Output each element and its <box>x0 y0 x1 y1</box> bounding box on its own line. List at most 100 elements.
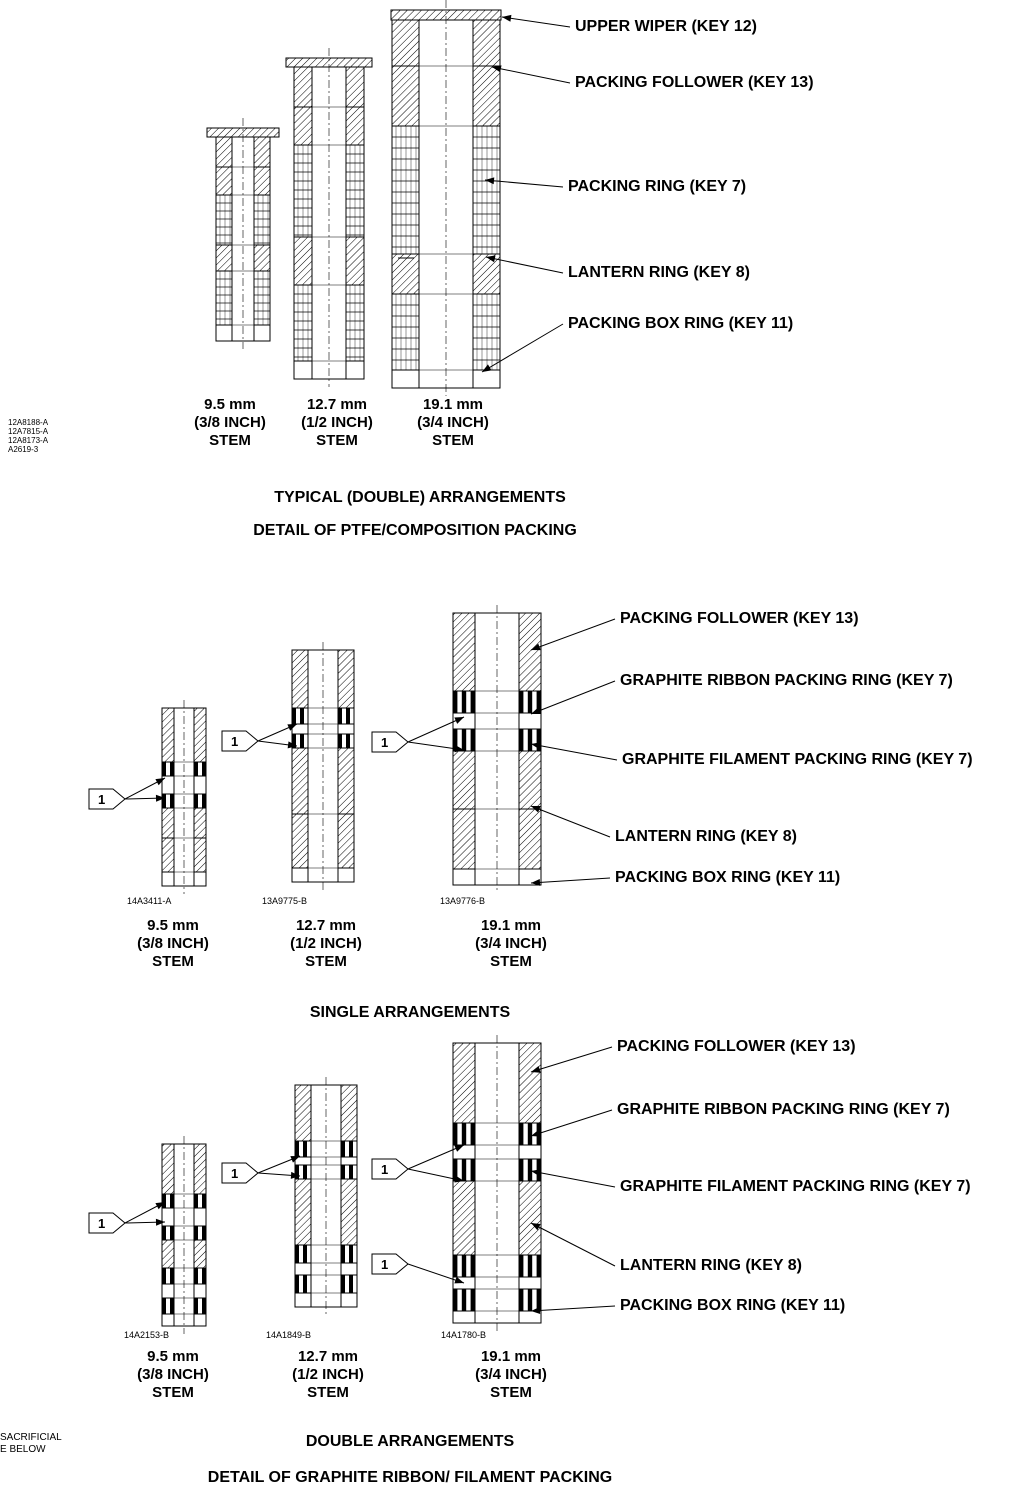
label-packing-box-ring: PACKING BOX RING (KEY 11) <box>568 315 794 332</box>
hatched-section <box>518 750 542 810</box>
arrowhead <box>454 717 464 724</box>
leader-line <box>407 1144 465 1170</box>
label-graphite-ribbon-ring: GRAPHITE RIBBON PACKING RING (KEY 7) <box>620 672 953 689</box>
ring-fill <box>338 708 342 724</box>
leader-line <box>530 877 611 884</box>
ring-fill <box>295 1141 299 1157</box>
hatched-section <box>337 747 355 815</box>
ring-fill <box>292 708 296 724</box>
plain-section <box>340 1262 358 1276</box>
stem-caption-19-1: 19.1 mm (3/4 INCH) STEM <box>475 917 547 970</box>
note-flag <box>88 788 126 810</box>
plain-section <box>161 871 175 887</box>
leader-line <box>530 1222 616 1267</box>
plain-section <box>253 324 271 342</box>
hatched-section <box>472 65 501 127</box>
ring-fill <box>527 1289 533 1311</box>
leader-line <box>485 256 564 274</box>
leader-line <box>530 1170 616 1188</box>
drawing-reference-list: 12A8188-A 12A7815-A 12A8173-A A2619-3 <box>8 418 49 454</box>
hatched-section <box>391 253 420 295</box>
drawing-number: 14A1780-B <box>441 1330 487 1340</box>
ring-fill <box>341 1245 345 1263</box>
hatched-section <box>291 649 309 709</box>
arrowhead <box>531 1129 541 1137</box>
note-flag <box>371 731 409 753</box>
stem-caption-12-7: 12.7 mm (1/2 INCH) STEM <box>290 917 362 970</box>
plain-section <box>518 712 542 730</box>
ring-fill <box>536 691 541 713</box>
hatched-section <box>337 813 355 869</box>
hatched-section <box>193 707 207 763</box>
ring-fill <box>194 1268 198 1284</box>
leader-line <box>481 323 564 373</box>
plain-section <box>294 1292 312 1308</box>
packing-ring-section <box>472 293 501 371</box>
label-packing-follower: PACKING FOLLOWER (KEY 13) <box>617 1038 856 1055</box>
ring-fill <box>536 1255 541 1277</box>
plain-section <box>518 1144 542 1160</box>
plain-section <box>452 1310 476 1324</box>
arrowhead <box>531 707 541 714</box>
leader-line <box>530 1046 613 1073</box>
ring-fill <box>349 1165 353 1179</box>
hatched-section <box>452 808 476 870</box>
hatched-section <box>161 707 175 763</box>
hatched-section <box>345 236 365 286</box>
leader-line <box>407 1168 465 1182</box>
leader-line <box>530 680 616 715</box>
hatched-section <box>253 166 271 196</box>
hatched-section <box>345 106 365 146</box>
packing-ring-section <box>472 125 501 255</box>
ring-fill <box>303 1275 307 1293</box>
hatched-section <box>337 649 355 709</box>
leader-line <box>407 1263 465 1284</box>
arrowhead <box>531 1169 541 1177</box>
label-packing-follower: PACKING FOLLOWER (KEY 13) <box>620 610 859 627</box>
ring-fill <box>519 729 524 751</box>
ring-fill <box>341 1165 345 1179</box>
hatched-section <box>193 807 207 839</box>
caption-graphite-detail: DETAIL OF GRAPHITE RIBBON/ FILAMENT PACK… <box>207 1469 613 1486</box>
hatched-section <box>193 1143 207 1195</box>
hatched-section <box>345 66 365 108</box>
ring-fill <box>202 1194 206 1208</box>
hatched-section <box>452 1180 476 1256</box>
hatched-section <box>452 612 476 692</box>
ring-fill <box>519 1159 524 1181</box>
arrowhead <box>290 1156 300 1163</box>
note-flag-number: 1 <box>231 734 238 749</box>
ring-fill <box>461 1159 467 1181</box>
caption-typical-double: TYPICAL (DOUBLE) ARRANGEMENTS <box>274 489 566 506</box>
arrowhead <box>531 742 541 750</box>
ring-fill <box>453 691 458 713</box>
ring-fill <box>349 1141 353 1157</box>
note-flag <box>371 1158 409 1180</box>
plain-section <box>452 868 476 886</box>
ring-fill <box>453 1289 458 1311</box>
hatched-section <box>161 1143 175 1195</box>
note-flag <box>88 1212 126 1234</box>
leader-line <box>530 805 611 838</box>
arrowhead <box>531 1223 541 1231</box>
ring-fill <box>461 691 467 713</box>
note-flag-number: 1 <box>381 1257 388 1272</box>
ring-fill <box>194 1194 198 1208</box>
arrowhead <box>155 794 165 802</box>
leader-line <box>530 618 616 651</box>
plain-section <box>472 369 501 389</box>
arrowhead <box>531 1306 541 1314</box>
hatched-section <box>452 1042 476 1124</box>
label-packing-box-ring: PACKING BOX RING (KEY 11) <box>620 1297 846 1314</box>
ring-fill <box>527 1123 533 1145</box>
packing-ring-section <box>253 194 271 246</box>
ring-fill <box>303 1245 307 1263</box>
single-graphite-drawings <box>161 605 542 894</box>
plain-section <box>337 867 355 883</box>
ring-fill <box>295 1275 299 1293</box>
arrowhead <box>531 1066 541 1073</box>
plain-section <box>518 1276 542 1290</box>
plain-section <box>161 1283 175 1299</box>
arrowhead <box>531 806 541 813</box>
ring-fill <box>527 729 533 751</box>
